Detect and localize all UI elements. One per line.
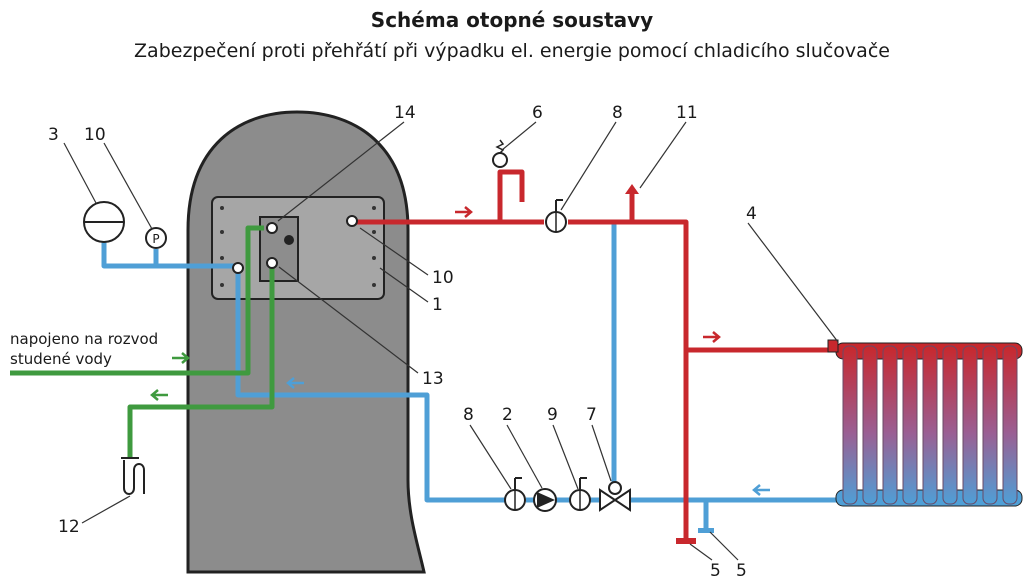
- leader-lines: [63, 121, 839, 561]
- label-7: 7: [586, 405, 597, 425]
- label-13: 13: [422, 369, 444, 389]
- drain-trap: [121, 457, 145, 495]
- ball-valve-lower: [504, 477, 526, 511]
- safety-valve: [492, 139, 508, 168]
- expansion-vessel: [83, 201, 125, 243]
- label-2: 2: [502, 405, 513, 425]
- pressure-gauge: P: [145, 227, 167, 249]
- label-12: 12: [58, 517, 80, 537]
- pressure-gauge-symbol: P: [152, 232, 159, 246]
- label-10-boiler: 10: [432, 268, 454, 288]
- label-8-lower: 8: [463, 405, 474, 425]
- safety-exchanger: [259, 216, 299, 282]
- label-1: 1: [432, 295, 443, 315]
- drain-valve: [676, 538, 696, 544]
- drain-valve-cold: [698, 528, 714, 533]
- boiler: [186, 110, 426, 574]
- panel-screws: [220, 206, 376, 287]
- boiler-ports: [232, 215, 358, 274]
- label-9: 9: [547, 405, 558, 425]
- hot-water-pipes: [352, 169, 832, 540]
- hot-outlet-arrowhead: [625, 184, 639, 194]
- circulation-pump: [533, 488, 557, 512]
- label-10-gauge: 10: [84, 125, 106, 145]
- diagram-subtitle: Zabezpečení proti přehřátí při výpadku e…: [134, 40, 890, 62]
- label-8-upper: 8: [612, 103, 623, 123]
- label-3: 3: [48, 125, 59, 145]
- diagram-title: Schéma otopné soustavy: [370, 8, 654, 32]
- filter-valve: [569, 477, 591, 511]
- ball-valve-upper: [545, 199, 567, 233]
- radiator: [827, 339, 1023, 507]
- label-11: 11: [676, 103, 698, 123]
- cold-water-note-line2: studené vody: [10, 350, 112, 368]
- label-6: 6: [532, 103, 543, 123]
- cold-water-note-line1: napojeno na rozvod: [10, 330, 158, 348]
- label-4: 4: [746, 204, 757, 224]
- label-5-right: 5: [736, 561, 747, 581]
- flow-arrows: [150, 206, 770, 496]
- label-5-left: 5: [710, 561, 721, 581]
- mixing-valve: [599, 481, 631, 512]
- safety-loop-pipes: [10, 225, 275, 458]
- label-14: 14: [394, 103, 416, 123]
